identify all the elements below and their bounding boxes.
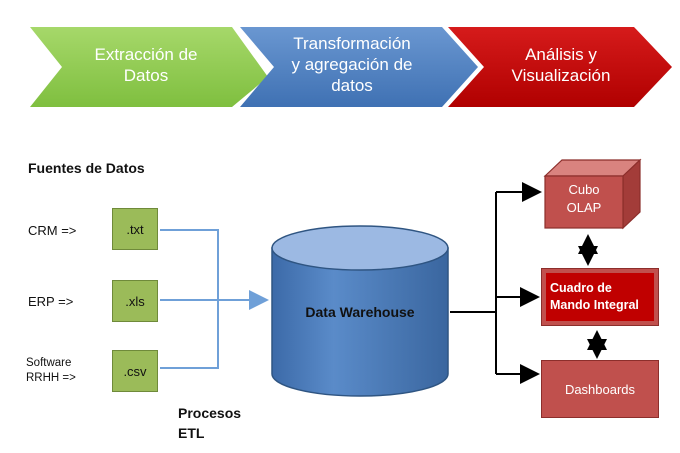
warehouse-label: Data Warehouse: [305, 304, 415, 320]
olap-label-line1: Cubo: [568, 182, 600, 197]
etl-label: Procesos ETL: [178, 403, 241, 443]
chevron-transformation-label: Transformación y agregación de datos: [272, 33, 432, 96]
chevron-analysis-label: Análisis y Visualización: [484, 44, 638, 86]
dashboards-box: Dashboards: [541, 360, 659, 418]
olap-label-line2: OLAP: [566, 200, 602, 215]
scorecard-inner: Cuadro de Mando Integral: [546, 273, 654, 321]
warehouse-cylinder: [271, 225, 449, 397]
connector-txt: [160, 229, 219, 300]
chevron-extraction-label: Extracción de Datos: [66, 44, 226, 86]
file-csv-box: .csv: [112, 350, 158, 392]
olap-cube-shape: [543, 158, 642, 230]
source-label-crm-text: CRM =>: [28, 223, 77, 238]
file-xls-label: .xls: [125, 293, 145, 309]
scorecard-box: Cuadro de Mando Integral: [541, 268, 659, 326]
chevron-transformation-line1: Transformación: [293, 34, 411, 53]
dashboards-label: Dashboards: [564, 381, 636, 397]
source-label-rrhh-line1: Software: [26, 357, 72, 369]
chevron-transformation-line3: datos: [331, 76, 373, 95]
scorecard-label-line2: Mando Integral: [550, 298, 639, 312]
chevron-extraction-line1: Extracción de: [94, 45, 198, 64]
file-xls-box: .xls: [112, 280, 158, 322]
scorecard-label-line1: Cuadro de: [550, 281, 612, 295]
etl-label-line1: Procesos: [178, 405, 242, 421]
output-connectors: [450, 182, 607, 384]
connector-csv: [160, 300, 219, 369]
source-label-rrhh: Software RRHH =>: [26, 356, 76, 386]
chevron-transformation: [240, 27, 478, 107]
source-label-erp: ERP =>: [28, 294, 73, 309]
chevron-analysis-line2: Visualización: [511, 66, 611, 85]
file-csv-label: .csv: [123, 363, 147, 379]
source-label-erp-text: ERP =>: [28, 294, 74, 309]
chevron-transformation-line2: y agregación de: [291, 55, 413, 74]
chevron-analysis: [448, 27, 672, 107]
olap-label: Cubo OLAP: [545, 181, 623, 217]
chevron-extraction-line2: Datos: [123, 66, 169, 85]
etl-connectors: [160, 229, 269, 369]
source-label-rrhh-line2: RRHH =>: [26, 372, 76, 384]
chevron-extraction: [30, 27, 268, 107]
etl-label-line2: ETL: [178, 425, 205, 441]
file-txt-box: .txt: [112, 208, 158, 250]
file-txt-label: .txt: [126, 221, 144, 237]
process-chevrons: [30, 27, 672, 107]
chevron-analysis-line1: Análisis y: [525, 45, 597, 64]
source-label-crm: CRM =>: [28, 223, 76, 238]
sources-title: Fuentes de Datos: [28, 160, 145, 176]
